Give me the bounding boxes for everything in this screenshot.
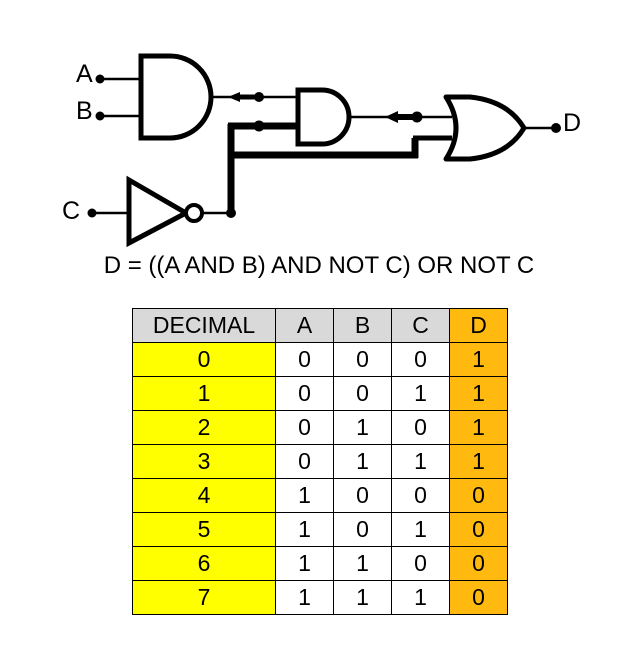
- cell-b: 0: [333, 512, 392, 547]
- cell-a: 0: [275, 410, 334, 445]
- table-row: 4 1 0 0 0: [132, 478, 508, 513]
- cell-d: 1: [449, 342, 508, 377]
- and-gate-1[interactable]: [138, 53, 214, 141]
- table-row: 2 0 1 0 1: [132, 410, 508, 445]
- cell-d: 0: [449, 512, 508, 547]
- table-row: 1 0 0 1 1: [132, 376, 508, 411]
- column-header-a: A: [275, 308, 334, 343]
- flow-arrow-and2-out: [385, 111, 398, 123]
- truth-table-header-row: DECIMAL A B C D: [132, 308, 508, 343]
- boolean-equation: D = ((A AND B) AND NOT C) OR NOT C: [103, 252, 535, 279]
- cell-a: 1: [275, 478, 334, 513]
- cell-decimal: 5: [132, 512, 276, 547]
- and-gate-2[interactable]: [295, 87, 352, 147]
- flow-arrow-and1-out: [228, 92, 240, 102]
- cell-b: 0: [333, 342, 392, 377]
- cell-b: 0: [333, 376, 392, 411]
- cell-a: 0: [275, 376, 334, 411]
- cell-decimal: 4: [132, 478, 276, 513]
- cell-d: 1: [449, 410, 508, 445]
- cell-decimal: 0: [132, 342, 276, 377]
- truth-table-container: DECIMAL A B C D 0 0 0 0 1 1 0: [132, 308, 508, 615]
- cell-decimal: 6: [132, 546, 276, 581]
- output-d-label: D: [563, 109, 582, 137]
- cell-b: 0: [333, 478, 392, 513]
- cell-a: 1: [275, 512, 334, 547]
- cell-d: 0: [449, 546, 508, 581]
- cell-a: 1: [275, 580, 334, 615]
- cell-decimal: 1: [132, 376, 276, 411]
- table-row: 3 0 1 1 1: [132, 444, 508, 479]
- flow-arrow-tail-and1-out: [238, 94, 256, 100]
- cell-a: 1: [275, 546, 334, 581]
- cell-d: 1: [449, 376, 508, 411]
- logic-circuit-diagram: A B C D: [0, 0, 638, 250]
- cell-c: 1: [391, 580, 450, 615]
- cell-b: 1: [333, 580, 392, 615]
- cell-a: 0: [275, 342, 334, 377]
- truth-table: DECIMAL A B C D 0 0 0 0 1 1 0: [132, 308, 508, 615]
- cell-d: 1: [449, 444, 508, 479]
- cell-decimal: 3: [132, 444, 276, 479]
- cell-b: 1: [333, 546, 392, 581]
- flow-arrow-tail-and2-out: [396, 114, 417, 120]
- junction-dot-and1-out: [254, 92, 264, 102]
- column-header-d: D: [449, 308, 508, 343]
- cell-c: 0: [391, 410, 450, 445]
- circuit-svg: [87, 53, 561, 248]
- table-row: 0 0 0 0 1: [132, 342, 508, 377]
- table-row: 7 1 1 1 0: [132, 580, 508, 615]
- table-row: 5 1 0 1 0: [132, 512, 508, 547]
- truth-table-body: 0 0 0 0 1 1 0 0 1 1 2 0 1 0: [132, 342, 508, 615]
- cell-d: 0: [449, 478, 508, 513]
- input-a-label: A: [76, 60, 93, 88]
- output-d-terminal[interactable]: [551, 123, 561, 133]
- cell-b: 1: [333, 410, 392, 445]
- column-header-b: B: [333, 308, 392, 343]
- cell-a: 0: [275, 444, 334, 479]
- cell-c: 1: [391, 512, 450, 547]
- or-gate-1[interactable]: [443, 94, 527, 162]
- cell-decimal: 2: [132, 410, 276, 445]
- cell-b: 1: [333, 444, 392, 479]
- cell-c: 0: [391, 478, 450, 513]
- cell-c: 1: [391, 376, 450, 411]
- cell-c: 0: [391, 342, 450, 377]
- input-c-label: C: [62, 197, 81, 225]
- cell-c: 0: [391, 546, 450, 581]
- junction-dot-and2-out: [411, 111, 423, 123]
- cell-d: 0: [449, 580, 508, 615]
- not-gate-1-bubble: [184, 203, 204, 223]
- column-header-decimal: DECIMAL: [132, 308, 276, 343]
- not-gate-1[interactable]: [126, 175, 192, 248]
- cell-decimal: 7: [132, 580, 276, 615]
- input-b-label: B: [76, 97, 93, 125]
- cell-c: 1: [391, 444, 450, 479]
- column-header-c: C: [391, 308, 450, 343]
- table-row: 6 1 1 0 0: [132, 546, 508, 581]
- junction-dot-notc-and2: [253, 120, 265, 132]
